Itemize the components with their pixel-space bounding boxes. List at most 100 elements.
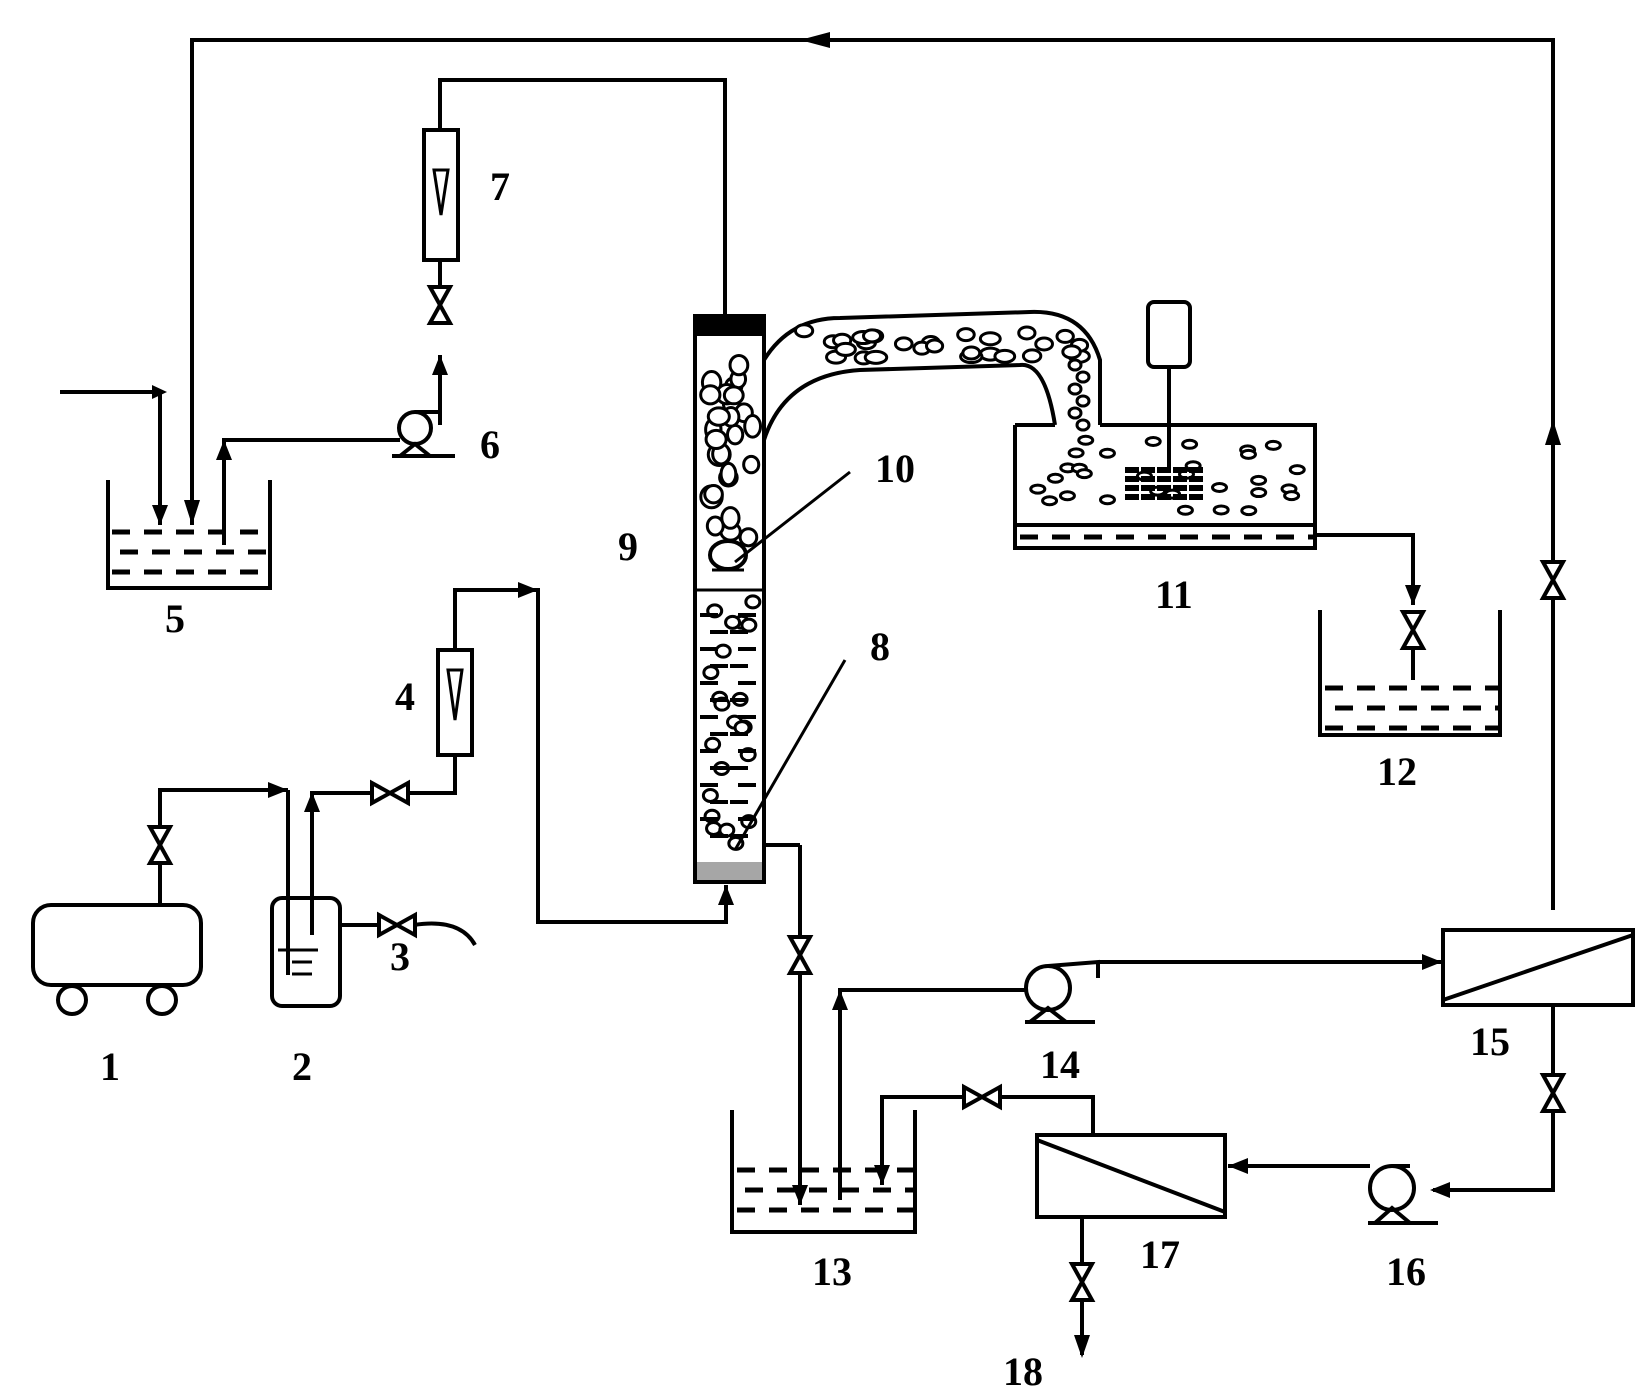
bubble xyxy=(961,345,982,361)
stirrer-blade xyxy=(1141,485,1155,491)
stirrer-blade xyxy=(1189,476,1203,482)
tank-12 xyxy=(1318,610,1502,737)
stirrer-blade xyxy=(1125,467,1139,473)
bubble xyxy=(1067,406,1083,420)
bubble xyxy=(1017,325,1037,341)
bubble xyxy=(1067,382,1083,396)
recycle-line xyxy=(184,32,1565,910)
bubble xyxy=(1067,358,1083,372)
bubble xyxy=(704,428,728,450)
stirrer-blade xyxy=(1141,467,1155,473)
valve-icon xyxy=(148,825,172,865)
bubble xyxy=(703,483,724,505)
bubble xyxy=(1029,483,1047,495)
label-12: 12 xyxy=(1377,749,1417,794)
membrane-module-17 xyxy=(1035,1097,1227,1358)
stirrer-blade xyxy=(1157,494,1171,500)
stirrer-blade xyxy=(1189,485,1203,491)
bubble xyxy=(1288,464,1306,476)
bubble xyxy=(742,454,761,475)
bubble xyxy=(993,348,1017,364)
bubble xyxy=(1212,504,1230,516)
bubble xyxy=(699,384,722,406)
bubble xyxy=(1098,494,1116,506)
bubble xyxy=(1034,336,1054,352)
bubble xyxy=(793,323,815,339)
bubble xyxy=(740,617,758,633)
pump-6 xyxy=(392,410,455,458)
label-3: 3 xyxy=(390,934,410,979)
bubble xyxy=(1144,436,1162,448)
bubble xyxy=(978,331,1002,347)
valve-icon xyxy=(377,913,417,937)
valve-icon xyxy=(1070,1262,1094,1302)
bubble xyxy=(1075,370,1091,384)
label-14: 14 xyxy=(1040,1042,1080,1087)
stirrer-blade xyxy=(1157,476,1171,482)
bubble xyxy=(1058,490,1076,502)
bubble xyxy=(834,341,857,357)
label-10: 10 xyxy=(875,446,915,491)
bubble xyxy=(1176,504,1194,516)
bubble xyxy=(1061,344,1082,360)
bubble xyxy=(705,821,723,837)
bubble xyxy=(863,349,889,365)
valve-icon xyxy=(428,285,452,325)
stirrer-blade xyxy=(1189,467,1203,473)
stirrer-blade xyxy=(1141,476,1155,482)
bubble xyxy=(728,353,750,377)
bubble xyxy=(724,614,742,630)
bubble xyxy=(1021,348,1043,364)
stirrer-blade xyxy=(1141,494,1155,500)
stirrer-blade xyxy=(1125,476,1139,482)
bubble xyxy=(1250,474,1268,486)
bubble xyxy=(1098,447,1116,459)
air-compressor-1 xyxy=(31,782,288,1016)
stirrer-blade xyxy=(1173,494,1187,500)
pump-16 xyxy=(1228,1158,1438,1225)
valve-icon xyxy=(1541,560,1565,600)
bubble xyxy=(722,385,745,406)
stirrer-blade xyxy=(1157,485,1171,491)
bubble xyxy=(702,665,720,681)
valve-icon xyxy=(788,935,812,975)
bubble xyxy=(924,338,945,354)
label-7: 7 xyxy=(490,164,510,209)
bubble xyxy=(1211,482,1229,494)
label-11: 11 xyxy=(1155,572,1193,617)
bubble xyxy=(1046,472,1064,484)
bubble xyxy=(1239,448,1257,460)
valve-icon xyxy=(962,1085,1002,1109)
bubble xyxy=(1067,447,1085,459)
membrane-module-15 xyxy=(1430,928,1635,1198)
bubble xyxy=(738,527,759,548)
valve-icon xyxy=(1541,1073,1565,1113)
bubble xyxy=(744,594,762,610)
bubble xyxy=(1181,438,1199,450)
label-9: 9 xyxy=(618,524,638,569)
bubble xyxy=(1250,487,1268,499)
valve-icon xyxy=(1401,610,1425,650)
bubble xyxy=(704,736,722,752)
bubble xyxy=(743,414,763,439)
stirrer-blade xyxy=(1173,485,1187,491)
label-15: 15 xyxy=(1470,1019,1510,1064)
bubble xyxy=(1075,418,1091,432)
bubble xyxy=(701,787,719,803)
label-17: 17 xyxy=(1140,1232,1180,1277)
label-8: 8 xyxy=(870,624,890,669)
reactor-column-9 xyxy=(693,314,802,945)
bubble xyxy=(1077,434,1095,446)
bubble xyxy=(862,328,882,344)
label-1: 1 xyxy=(100,1044,120,1089)
bubble xyxy=(1283,490,1301,502)
bubble xyxy=(1264,439,1282,451)
bubble xyxy=(1240,505,1258,517)
label-5: 5 xyxy=(165,596,185,641)
stirrer-blade xyxy=(1125,494,1139,500)
bubble xyxy=(956,327,976,343)
bubble xyxy=(1041,495,1059,507)
pump-14 xyxy=(1024,954,1442,1024)
vessel-2 xyxy=(270,790,477,1008)
